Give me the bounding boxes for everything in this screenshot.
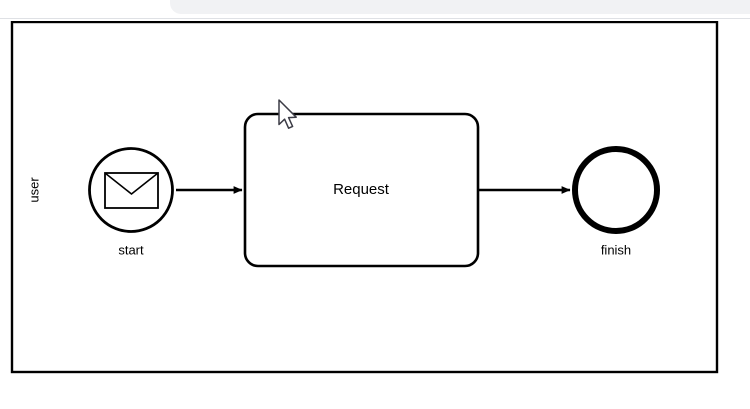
- end-event-label: finish: [601, 243, 631, 258]
- task-request-label: Request: [333, 181, 390, 198]
- bpmn-canvas-svg[interactable]: user Request start finish: [0, 21, 750, 409]
- mouse-cursor: [278, 99, 297, 129]
- browser-chrome: [0, 0, 750, 21]
- event-start[interactable]: start: [88, 147, 174, 258]
- start-event-label: start: [118, 243, 144, 258]
- toolbar-divider: [0, 18, 750, 19]
- task-request-shape[interactable]: [243, 112, 480, 268]
- envelope-icon: [104, 172, 159, 209]
- task-request[interactable]: Request: [243, 112, 480, 268]
- end-event-circle[interactable]: [572, 146, 660, 234]
- event-finish[interactable]: finish: [572, 146, 660, 258]
- bpmn-diagram-canvas[interactable]: user Request start finish: [0, 21, 750, 409]
- lane-label-user: user: [26, 177, 41, 203]
- browser-tab-strip: [170, 0, 750, 14]
